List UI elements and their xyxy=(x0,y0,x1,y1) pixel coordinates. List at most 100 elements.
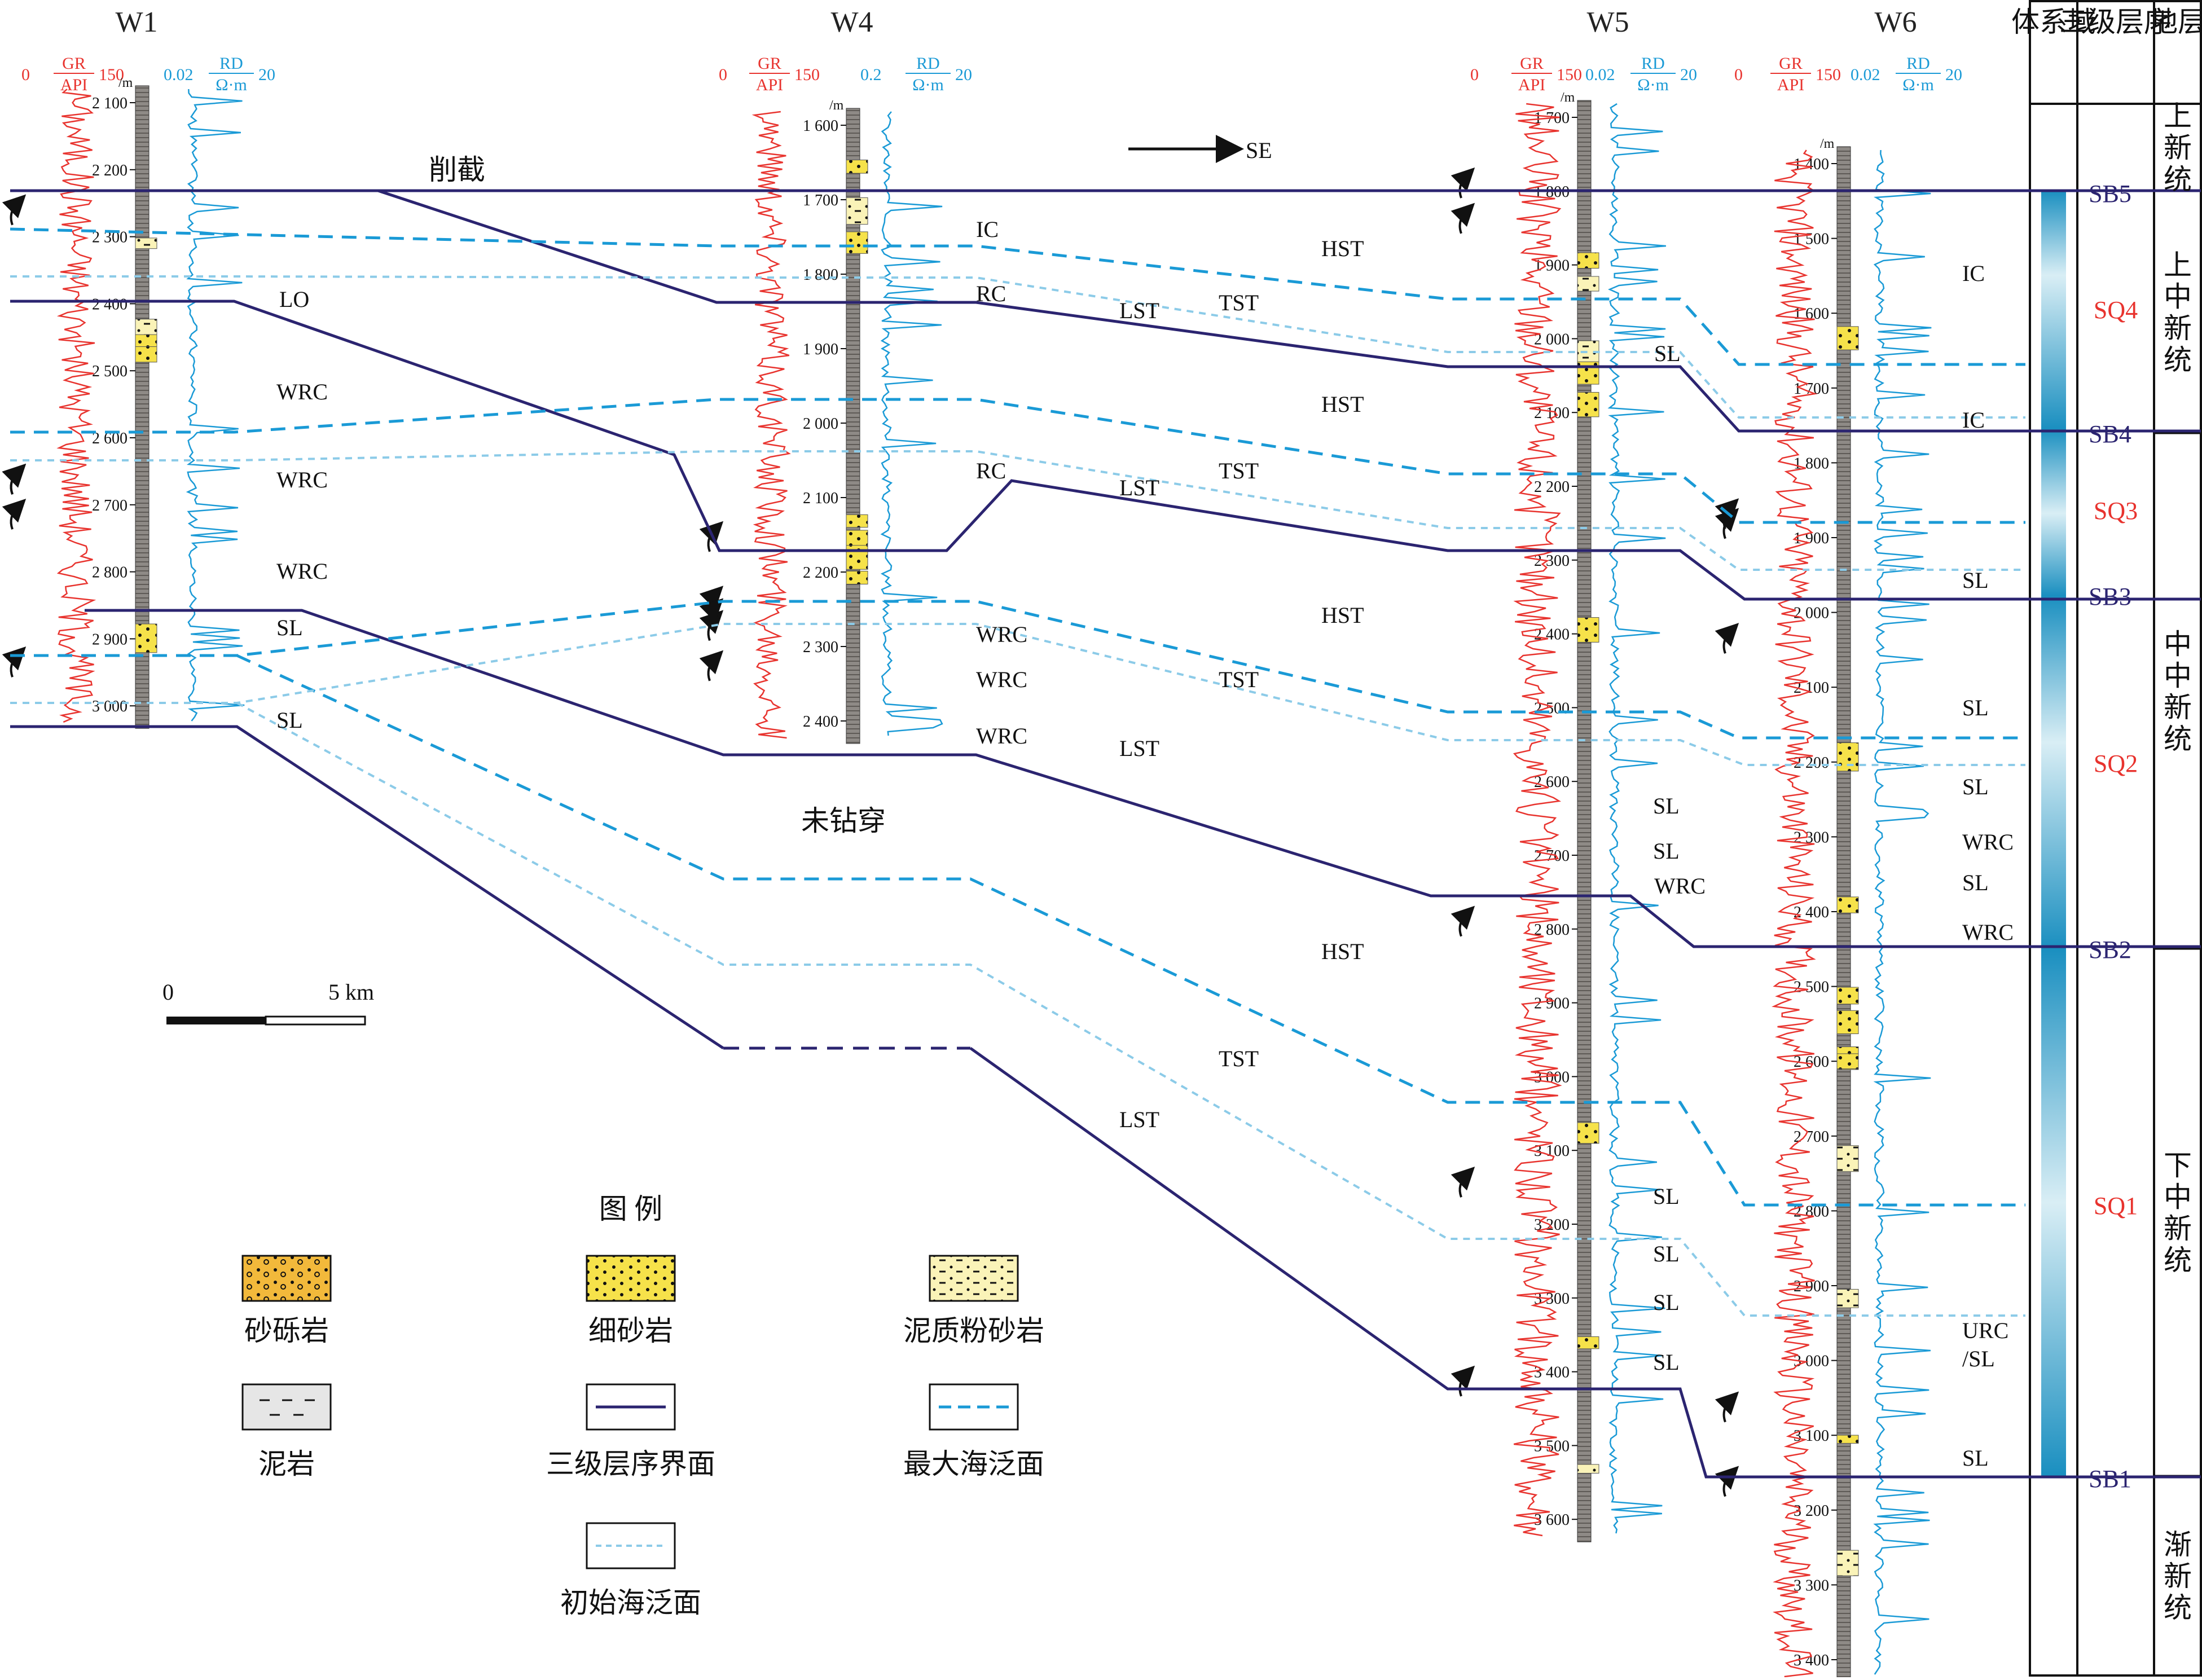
cycle-arrow xyxy=(1451,167,1475,199)
gr-curve xyxy=(1772,149,1818,1678)
sq-label: SQ3 xyxy=(2094,497,2138,525)
strata-label-char: 上 xyxy=(2164,249,2192,281)
legend-label: 三级层序界面 xyxy=(546,1448,715,1480)
sq-label: SQ4 xyxy=(2094,296,2138,324)
lithology-body xyxy=(846,570,868,584)
header-sequence: 三级层序 xyxy=(2059,6,2172,38)
annotations: 削截 SE 未钻穿 0 5 km LO WRC WRC WRC SL SL IC… xyxy=(162,135,2138,1493)
lithology-body xyxy=(135,238,157,249)
facies-label: WRC xyxy=(976,667,1027,692)
cycle-arrow xyxy=(2,498,27,530)
lithology-column xyxy=(135,85,150,729)
well-name: W4 xyxy=(830,6,873,38)
depth-label: 2 000 xyxy=(1794,605,1829,622)
tract-label: TST xyxy=(1219,458,1259,483)
legend-label: 泥岩 xyxy=(258,1448,315,1480)
depth-label: 2 400 xyxy=(1794,904,1829,921)
lithology-body xyxy=(1577,1336,1599,1349)
depth-label: 3 400 xyxy=(1534,1364,1570,1382)
depth-label: 1 900 xyxy=(803,341,838,358)
facies-label: /SL xyxy=(1962,1346,1995,1371)
rd-curve xyxy=(186,89,245,722)
depth-unit: /m xyxy=(1561,90,1575,105)
lithology-body xyxy=(1836,1145,1859,1172)
lithology-body xyxy=(846,197,868,225)
facies-label: SL xyxy=(1653,1349,1680,1375)
rd-curve xyxy=(1873,149,1932,1675)
gr-scale-unit: API xyxy=(1518,76,1545,94)
strata-label-char: 统 xyxy=(2164,344,2192,376)
lithology-column xyxy=(1836,146,1851,1680)
well-name: W6 xyxy=(1874,6,1917,38)
lithology-column xyxy=(1577,100,1592,1542)
gr-scale-max: 150 xyxy=(1557,65,1582,84)
rd-scale-max: 20 xyxy=(1945,65,1962,84)
rd-scale-name: RD xyxy=(1641,54,1665,73)
depth-label: 2 900 xyxy=(1534,995,1570,1013)
depth-label: 1 400 xyxy=(1794,156,1829,173)
facies-label: SL xyxy=(1962,695,1989,720)
depth-unit: /m xyxy=(829,98,844,113)
sb-label: SB3 xyxy=(2089,583,2131,610)
gr-curve xyxy=(56,89,96,723)
lithology-body xyxy=(1577,392,1599,417)
gr-scale-name: GR xyxy=(758,54,781,73)
depth-label: 1 700 xyxy=(803,192,838,209)
gr-scale-max: 150 xyxy=(794,65,820,84)
rd-scale-min: 0.2 xyxy=(860,65,882,84)
strata-label-char: 新 xyxy=(2164,692,2192,723)
tract-label: HST xyxy=(1321,939,1364,964)
facies-label: WRC xyxy=(1962,829,2014,855)
gr-scale-min: 0 xyxy=(719,65,727,84)
facies-label: WRC xyxy=(276,558,328,584)
lithology-body xyxy=(1836,1550,1859,1576)
facies-label: LO xyxy=(279,287,309,312)
facies-label: SL xyxy=(1962,568,1989,593)
tract-label: TST xyxy=(1219,290,1259,315)
cycle-arrow xyxy=(1451,203,1475,234)
facies-label: WRC xyxy=(976,723,1027,749)
facies-label: RC xyxy=(976,458,1006,483)
legend-label: 砂砾岩 xyxy=(244,1315,329,1347)
lithology-body xyxy=(1836,896,1859,913)
tract-label: LST xyxy=(1119,736,1159,761)
gr-scale-max: 150 xyxy=(1816,65,1841,84)
depth-label: 2 500 xyxy=(1794,979,1829,996)
tract-bar xyxy=(2041,513,2066,596)
lithology-body xyxy=(1577,1122,1599,1144)
cycle-arrow xyxy=(1451,1167,1475,1198)
cycle-arrow xyxy=(699,521,724,552)
facies-label: SL xyxy=(276,707,303,733)
strata-label-char: 新 xyxy=(2164,132,2192,164)
boundary-sb4 xyxy=(10,300,2201,601)
gr-scale-name: GR xyxy=(62,54,86,73)
svg-text:5 km: 5 km xyxy=(328,979,374,1005)
lithology-body xyxy=(1836,1010,1859,1034)
strata-label-char: 中 xyxy=(2164,628,2192,660)
rd-scale-unit: Ω·m xyxy=(912,76,944,94)
tract-bar xyxy=(2041,1203,2066,1476)
boundary-sb1 xyxy=(969,1046,2201,1479)
facies-label: SL xyxy=(1653,1241,1680,1266)
mfs-1 xyxy=(10,227,2025,366)
well-name: W5 xyxy=(1586,6,1629,38)
lithology-body xyxy=(846,542,868,570)
lithology-body xyxy=(1836,987,1859,1005)
legend-title: 图 例 xyxy=(599,1193,663,1225)
tract-bar xyxy=(2041,596,2066,742)
depth-label: 3 600 xyxy=(1534,1511,1570,1529)
depth-label: 2 100 xyxy=(803,490,838,507)
correlation-lines xyxy=(10,189,2201,1479)
direction-label: SE xyxy=(1246,138,1272,163)
lithology-body xyxy=(846,160,868,174)
well-name: W1 xyxy=(115,6,157,38)
gr-curve xyxy=(751,111,791,739)
cycle-arrow xyxy=(2,194,27,226)
rd-scale-unit: Ω·m xyxy=(1902,76,1934,94)
boundary-sb3 xyxy=(85,609,2201,948)
depth-label: 2 200 xyxy=(803,564,838,582)
legend-label: 初始海泛面 xyxy=(560,1587,701,1619)
ifs-1 xyxy=(10,275,2025,419)
